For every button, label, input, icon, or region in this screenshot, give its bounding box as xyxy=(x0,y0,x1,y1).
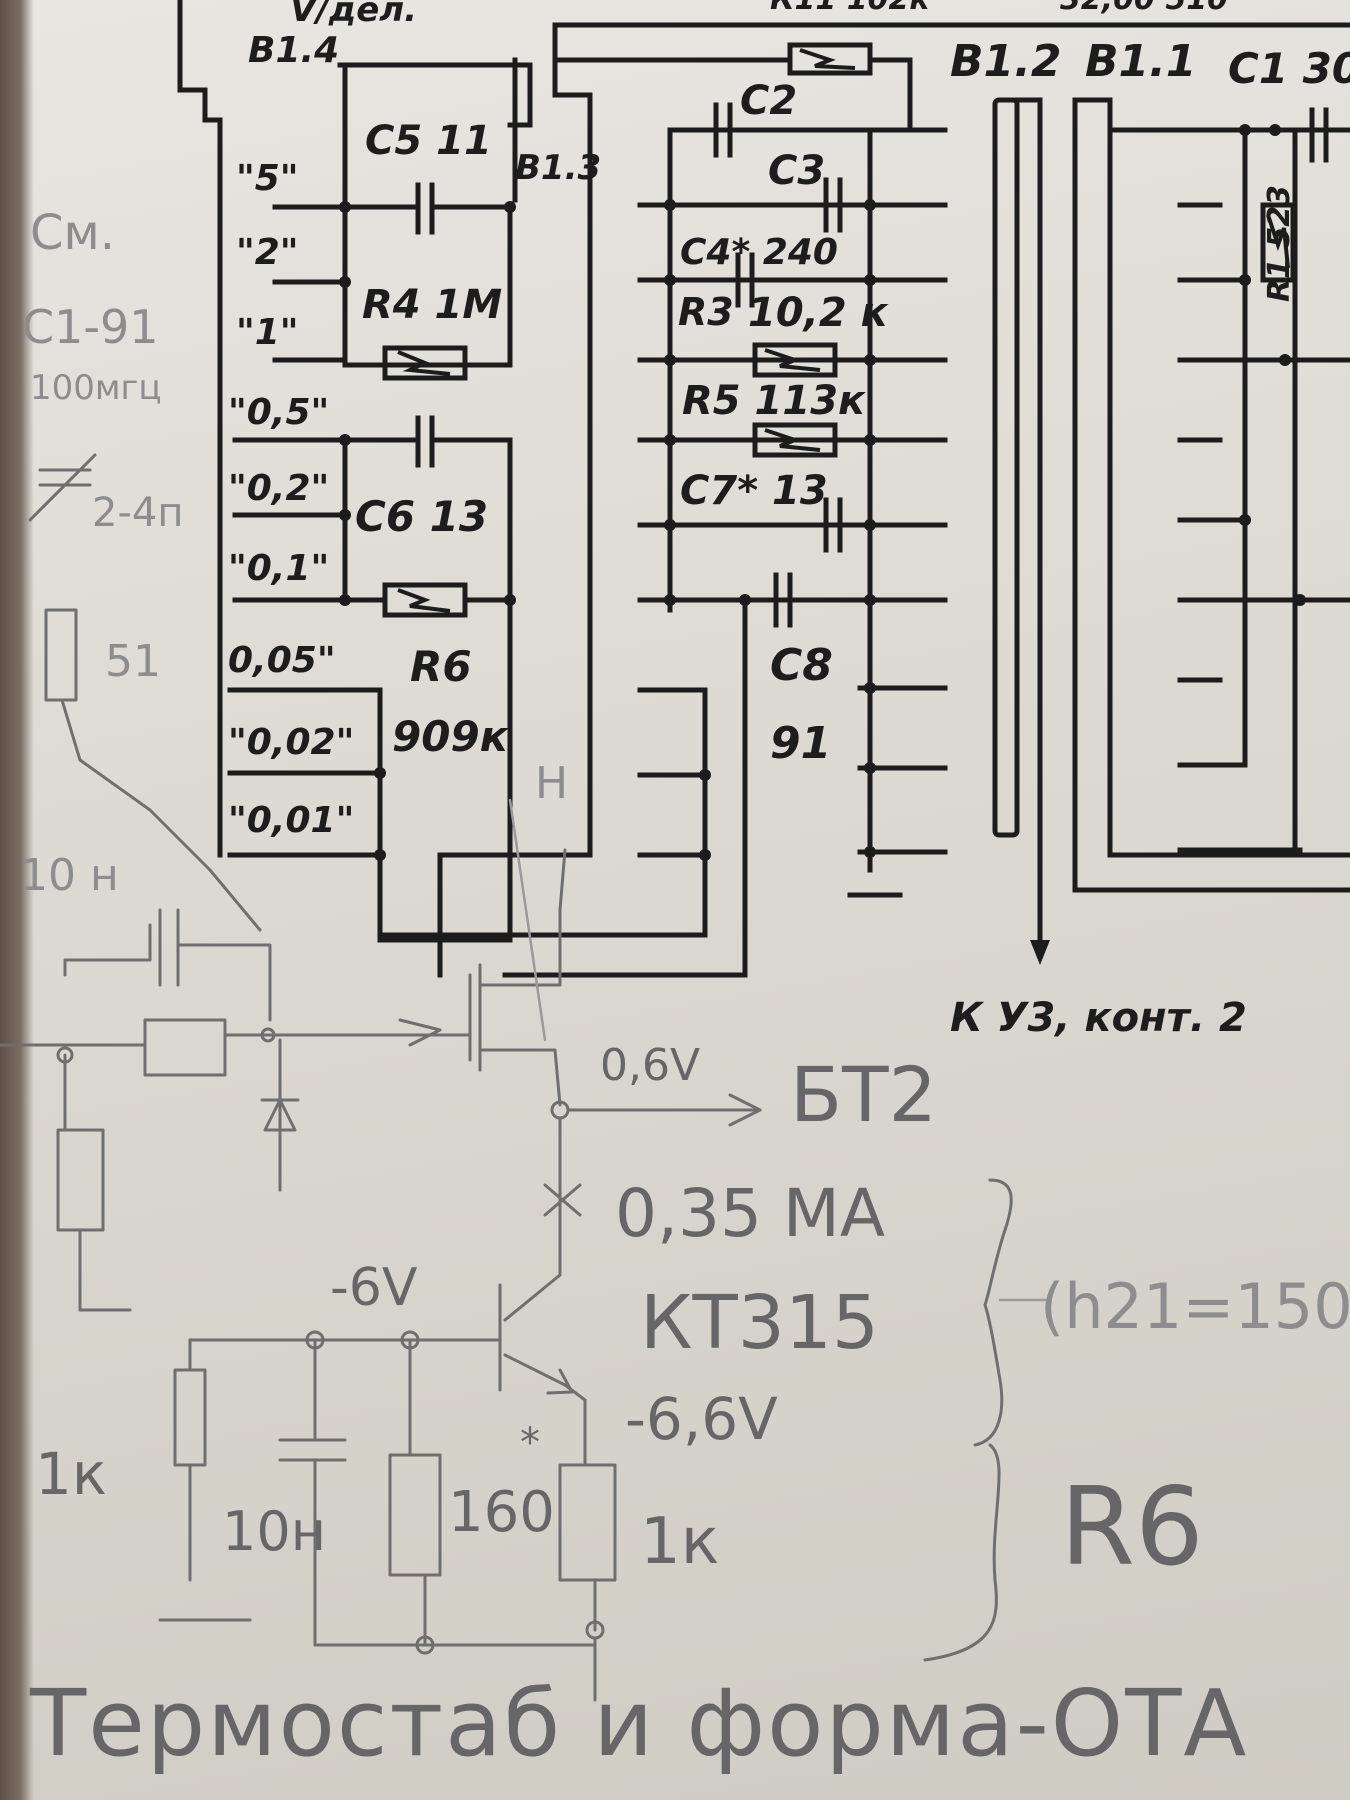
label-c3: С3 xyxy=(768,148,826,194)
note-brace-r6: R6 xyxy=(1060,1465,1204,1590)
label-r3-value: 10,2 к xyxy=(748,290,888,336)
position-0-1: "0,1" xyxy=(228,548,330,589)
note-h21: (h21=150 xyxy=(1040,1270,1350,1343)
note-resistor-51: 51 xyxy=(105,636,161,687)
position-0-01: "0,01" xyxy=(228,800,355,841)
header-right-fragment: 32,00 510 xyxy=(1060,0,1228,17)
note-cap-10n-top: 10 н xyxy=(20,850,119,901)
left-bus-wire xyxy=(177,0,223,858)
label-c7: С7* 13 xyxy=(680,468,828,514)
note-gate-label: Н xyxy=(535,758,569,809)
b12-wafer xyxy=(992,97,1020,838)
b13-loop-wire xyxy=(337,62,533,128)
note-cap-10n-bottom: 10н xyxy=(222,1500,327,1563)
label-r5: R5 113к xyxy=(682,378,866,424)
volts-per-div-label: V/дел. xyxy=(290,0,418,30)
position-1: "1" xyxy=(236,312,299,353)
label-b1-1: В1.1 xyxy=(1085,36,1197,87)
label-r3: R3 xyxy=(678,290,734,334)
note-c1-91: С1-91 xyxy=(22,300,159,354)
label-c2: С2 xyxy=(740,78,798,124)
label-c5: С5 11 xyxy=(365,118,492,164)
label-r6: R6 xyxy=(410,642,472,691)
label-c4: С4* 240 xyxy=(680,232,838,273)
position-0-5: "0,5" xyxy=(228,392,330,433)
label-b1-2: В1.2 xyxy=(950,36,1062,87)
note-bottom-text: Термостаб и форма-ОТА xyxy=(30,1670,1249,1777)
label-b1-4: В1.4 xyxy=(248,30,340,71)
label-r6-value: 909к xyxy=(392,712,509,761)
note-emitter-voltage: -6,6V xyxy=(625,1385,778,1453)
to-u3-wire xyxy=(1014,97,1043,948)
header-left-fragment: К11 102к xyxy=(770,0,930,17)
position-2: "2" xyxy=(236,232,299,273)
label-c6: С6 13 xyxy=(355,492,489,541)
note-current: 0,35 МА xyxy=(615,1175,886,1252)
note-res-160: 160 xyxy=(448,1480,555,1545)
label-c1: С1 30 xyxy=(1228,44,1350,93)
note-transistor: КТ315 xyxy=(640,1280,879,1366)
label-c8-value: 91 xyxy=(770,718,832,769)
r4-body xyxy=(382,345,468,381)
position-0-05: 0,05" xyxy=(228,640,336,681)
label-r1: R1 523 xyxy=(1262,184,1297,302)
r1-body xyxy=(1260,202,1296,283)
note-base-voltage: -6V xyxy=(330,1258,418,1318)
label-c8: С8 xyxy=(770,640,833,691)
note-res-1k-left: 1к xyxy=(35,1440,107,1508)
label-b1-3: В1.3 xyxy=(515,148,602,188)
paper-edge-shadow xyxy=(0,0,34,1800)
b11-wafer xyxy=(1072,97,1350,893)
note-100mhz: 100мгц xyxy=(30,368,162,408)
position-5: "5" xyxy=(236,158,299,199)
position-0-2: "0,2" xyxy=(228,468,330,509)
note-star: * xyxy=(520,1420,540,1466)
pencil-sketch xyxy=(0,453,1047,1702)
label-r4: R4 1М xyxy=(362,282,503,328)
label-to-u3: К У3, конт. 2 xyxy=(950,995,1247,1041)
note-bt2: БТ2 xyxy=(790,1050,937,1139)
note-see: См. xyxy=(30,205,115,261)
position-0-02: "0,02" xyxy=(228,722,355,763)
c5-r4-frame xyxy=(342,62,513,368)
note-trim-cap: 2-4п xyxy=(92,490,184,536)
note-res-1k-right: 1к xyxy=(640,1505,720,1579)
note-source-voltage: 0,6V xyxy=(600,1040,701,1091)
